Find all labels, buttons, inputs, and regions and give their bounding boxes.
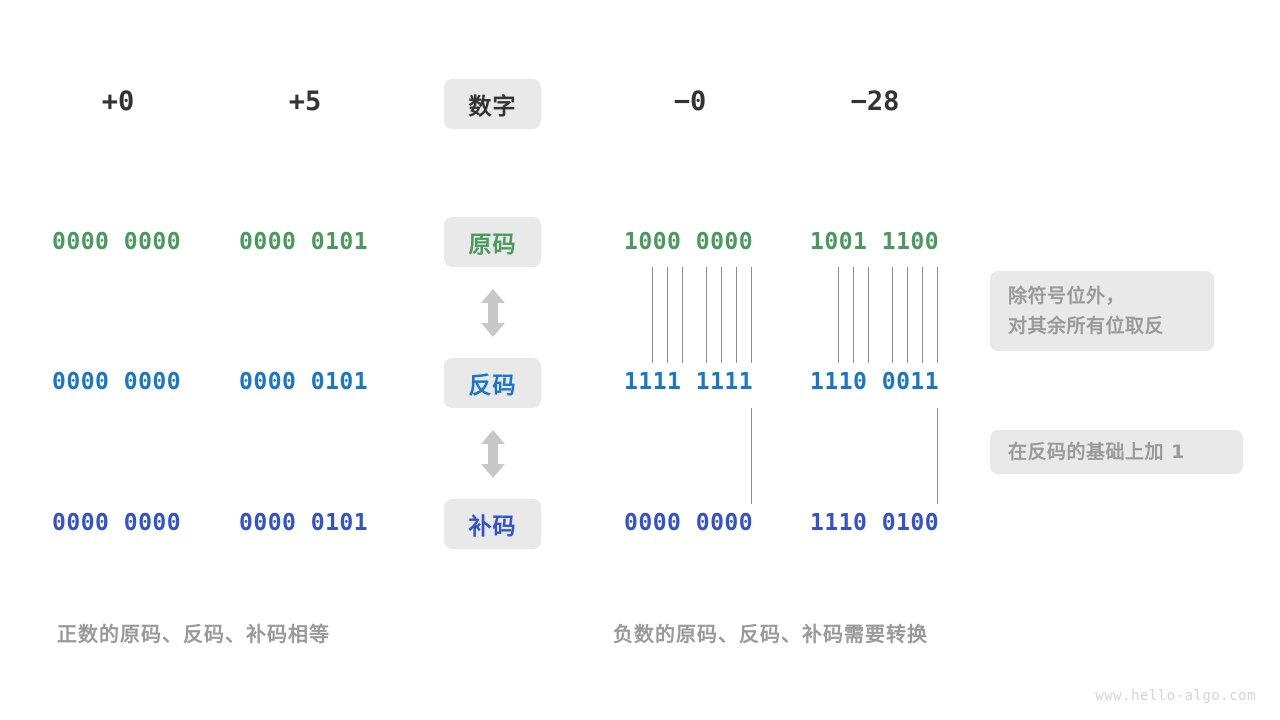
connector-tick [706, 267, 707, 363]
bits-sign-magnitude-plus-five: 0000 0101 [239, 229, 369, 255]
bits-sign-magnitude-minus-28: 1001 1100 [810, 229, 940, 255]
connector-tick [868, 267, 869, 363]
header-badge-number-label: 数字 [468, 94, 517, 120]
bits-ones-complement-minus-28: 1110 0011 [810, 369, 940, 395]
header-value-minus-28: −28 [850, 86, 900, 117]
bits-ones-complement-plus-five: 0000 0101 [239, 369, 369, 395]
note-add-one: 在反码的基础上加 1 [990, 430, 1243, 474]
connector-tick [892, 267, 893, 363]
bits-ones-complement-plus-zero: 0000 0000 [52, 369, 182, 395]
watermark: www.hello-algo.com [1095, 688, 1256, 704]
note-add-one-line1: 在反码的基础上加 1 [1008, 441, 1185, 463]
row-badge-ones-complement-label: 反码 [468, 373, 517, 399]
caption-positive: 正数的原码、反码、补码相等 [57, 622, 330, 646]
caption-negative: 负数的原码、反码、补码需要转换 [613, 622, 928, 646]
bits-sign-magnitude-minus-zero: 1000 0000 [624, 229, 754, 255]
connector-tick [922, 267, 923, 363]
connector-tick [937, 408, 938, 504]
bits-sign-magnitude-plus-zero: 0000 0000 [52, 229, 182, 255]
note-invert-bits-line2: 对其余所有位取反 [1008, 315, 1165, 337]
connector-tick [751, 267, 752, 363]
double-arrow-icon [476, 429, 510, 479]
row-badge-twos-complement-label: 补码 [468, 514, 517, 540]
note-invert-bits: 除符号位外， 对其余所有位取反 [990, 271, 1214, 351]
connector-tick [682, 267, 683, 363]
row-badge-ones-complement: 反码 [444, 358, 541, 408]
connector-tick [736, 267, 737, 363]
connector-tick [721, 267, 722, 363]
connector-tick [667, 267, 668, 363]
bits-twos-complement-minus-28: 1110 0100 [810, 510, 940, 536]
header-badge-number: 数字 [444, 79, 541, 129]
double-arrow-icon [476, 288, 510, 338]
header-value-minus-zero: −0 [673, 86, 707, 117]
row-badge-sign-magnitude: 原码 [444, 217, 541, 267]
header-value-plus-zero: +0 [101, 86, 135, 117]
note-invert-bits-line1: 除符号位外， [1008, 285, 1126, 307]
connector-tick [652, 267, 653, 363]
header-value-plus-five: +5 [288, 86, 322, 117]
row-badge-twos-complement: 补码 [444, 499, 541, 549]
bits-twos-complement-plus-zero: 0000 0000 [52, 510, 182, 536]
bits-twos-complement-minus-zero: 0000 0000 [624, 510, 754, 536]
connector-tick [751, 408, 752, 504]
connector-tick [937, 267, 938, 363]
connector-tick [907, 267, 908, 363]
connector-tick [853, 267, 854, 363]
bits-ones-complement-minus-zero: 1111 1111 [624, 369, 754, 395]
bits-twos-complement-plus-five: 0000 0101 [239, 510, 369, 536]
connector-tick [838, 267, 839, 363]
row-badge-sign-magnitude-label: 原码 [468, 232, 517, 258]
